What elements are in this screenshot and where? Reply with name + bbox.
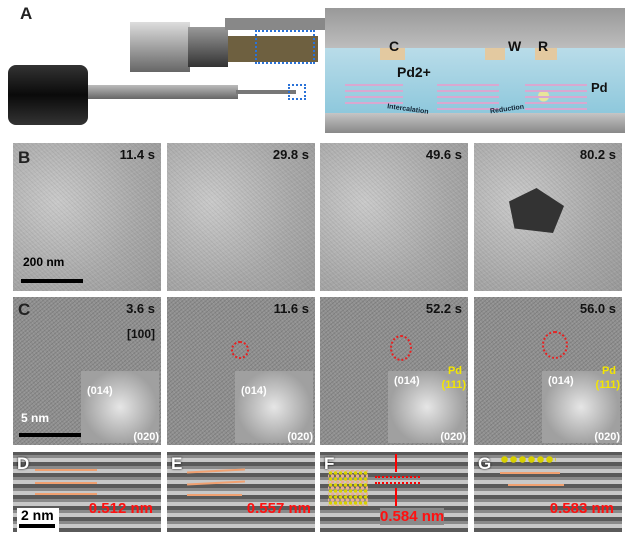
nucleus-highlight	[390, 335, 412, 361]
index-020: (020)	[287, 431, 313, 443]
interlayer-distance: 0.584 nm	[380, 508, 445, 525]
tem-holder-drawing	[8, 60, 308, 130]
pd-label: Pd	[591, 80, 608, 95]
pd-atoms	[500, 456, 556, 463]
pd-label: Pd	[447, 365, 462, 377]
layer-marker	[187, 494, 242, 496]
index-020: (020)	[440, 431, 466, 443]
lattice-image-e: E 0.557 nm	[167, 452, 315, 532]
electrode-r-label: R	[538, 38, 549, 54]
panel-label-e: E	[171, 454, 183, 473]
fft-inset	[81, 371, 159, 443]
index-pd-111: (111)	[595, 379, 620, 391]
lattice-image-g: G 0.583 nm	[474, 452, 622, 532]
index-014: (014)	[548, 375, 574, 387]
timestamp: 49.6 s	[425, 147, 462, 162]
timestamp: 80.2 s	[579, 147, 616, 162]
layer-marker	[35, 482, 97, 484]
pd-label: Pd	[601, 365, 616, 377]
interlayer-distance: 0.557 nm	[246, 500, 311, 517]
tem-image-b4: 80.2 s	[474, 143, 622, 291]
fft-inset	[235, 371, 313, 443]
electrode-c-label: C	[389, 38, 400, 54]
panel-label-d: D	[17, 454, 30, 473]
scale-bar-label: 200 nm	[23, 255, 65, 269]
timestamp: 52.2 s	[425, 301, 462, 316]
layer-marker	[508, 484, 564, 486]
interlayer-gap-marker	[375, 476, 420, 484]
layer-marker	[186, 480, 246, 486]
timestamp: 56.0 s	[579, 301, 616, 316]
interlayer-distance: 0.583 nm	[549, 500, 614, 517]
arrow-up-icon	[395, 488, 397, 506]
interlayer-distance: 0.512 nm	[88, 500, 153, 517]
panel-label-g: G	[478, 454, 492, 473]
scale-bar	[19, 524, 55, 528]
scale-bar-label: 2 nm	[21, 507, 54, 523]
nucleus-highlight	[542, 331, 568, 359]
tem-image-b2: 29.8 s	[167, 143, 315, 291]
fft-inset	[542, 371, 620, 443]
layer-marker	[35, 469, 97, 471]
scale-bar	[19, 433, 81, 437]
liquid-cell-schematic: C W R Pd2+ Pd Intercalation Reduction	[325, 8, 625, 133]
index-020: (020)	[133, 431, 159, 443]
timestamp: 11.6 s	[273, 301, 309, 316]
index-pd-111: (111)	[441, 379, 466, 391]
index-020: (020)	[594, 431, 620, 443]
panel-label-c: C	[18, 300, 31, 319]
timestamp: 3.6 s	[126, 301, 155, 316]
timestamp: 11.4 s	[119, 147, 155, 162]
hrtem-image-c3: 52.2 s Pd (111) (014) (020)	[320, 297, 468, 445]
scale-bar-label: 5 nm	[21, 411, 50, 425]
hrtem-image-c1: 3.6 s [100] (014) (020) 5 nm	[13, 297, 161, 445]
hrtem-image-c2: 11.6 s (014) (020)	[167, 297, 315, 445]
zone-axis-label: [100]	[126, 327, 155, 341]
layer-marker	[35, 493, 97, 495]
panel-label-b: B	[18, 148, 31, 167]
scale-bar	[21, 279, 83, 283]
arrow-down-icon	[395, 454, 397, 472]
panel-label-a: A	[20, 4, 33, 23]
lattice-image-f: F 0.584 nm	[320, 452, 468, 532]
tem-image-b1: 11.4 s 200 nm	[13, 143, 161, 291]
index-014: (014)	[87, 385, 113, 397]
timestamp: 29.8 s	[272, 147, 309, 162]
panel-label-f: F	[324, 454, 335, 473]
index-014: (014)	[241, 385, 267, 397]
layer-marker	[500, 472, 560, 474]
hrtem-image-c4: 56.0 s Pd (111) (014) (020)	[474, 297, 622, 445]
holder-tip-drawing	[120, 12, 330, 82]
electrode-w-label: W	[508, 38, 522, 54]
layer-marker	[186, 468, 246, 474]
tem-image-b3: 49.6 s	[320, 143, 468, 291]
fft-inset	[388, 371, 466, 443]
nucleus-highlight	[231, 341, 249, 359]
lattice-image-d: D 0.512 nm 2 nm	[13, 452, 161, 532]
pd-ion-label: Pd2+	[397, 64, 431, 80]
index-014: (014)	[394, 375, 420, 387]
atomic-model-overlay	[328, 470, 368, 506]
